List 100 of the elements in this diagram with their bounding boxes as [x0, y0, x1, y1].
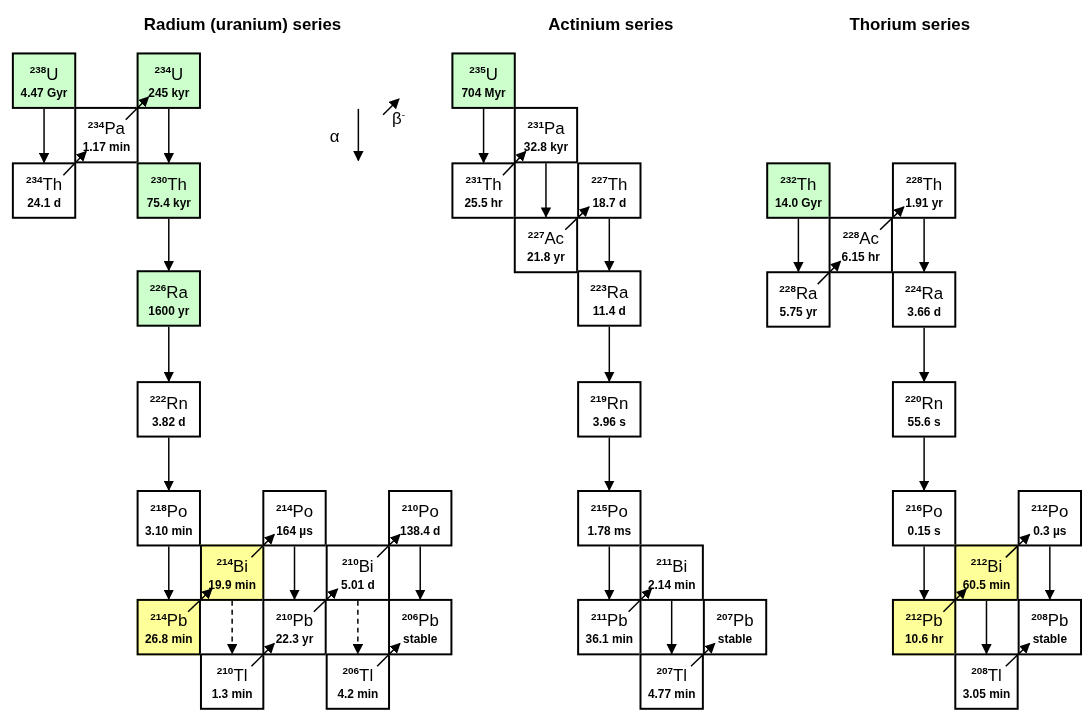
nuclide-box — [1017, 490, 1082, 547]
half-life-text: 1.91 yr — [905, 195, 943, 212]
nuclide-box — [891, 381, 957, 438]
arrow — [564, 206, 590, 231]
arrow — [918, 436, 930, 492]
nuclide-symbol: $^{234}$U — [154, 63, 184, 84]
nuclide-box — [513, 216, 579, 274]
series-heading: Thorium series — [849, 14, 971, 35]
arrow — [981, 600, 992, 655]
half-life-text: 22.3 yr — [275, 631, 314, 648]
arrow — [250, 642, 275, 667]
nuclide-symbol: $^{206}$Tl — [342, 663, 374, 685]
nuclide-box — [325, 544, 391, 601]
arrow — [415, 545, 426, 600]
half-life-text: 14.0 Gyr — [774, 195, 822, 212]
nuclide-symbol: $^{235}$U — [469, 63, 498, 84]
arrow — [816, 260, 842, 285]
nuclide-symbol: $^{231}$Pa — [527, 117, 565, 138]
half-life-text: 26.8 min — [145, 631, 193, 648]
nuclide-symbol: $^{228}$Th — [906, 172, 943, 194]
nuclide-box — [136, 270, 201, 327]
half-life-text: 0.15 s — [907, 523, 941, 539]
nuclide-box — [577, 270, 642, 327]
arrow — [187, 588, 213, 613]
nuclide-symbol: $^{214}$Po — [275, 500, 314, 522]
arrow — [604, 545, 615, 600]
half-life-text: 55.6 s — [907, 414, 941, 430]
nuclide-box — [766, 271, 831, 328]
arrow — [289, 545, 300, 600]
arrow — [313, 588, 339, 613]
arrow — [62, 150, 87, 176]
half-life-text: 3.10 min — [145, 523, 193, 539]
half-life-text: 4.77 min — [647, 686, 696, 703]
arrow — [540, 162, 552, 218]
half-life-text: 19.9 min — [208, 577, 256, 594]
half-life-text: 1.78 ms — [587, 523, 632, 539]
nuclide-box — [1017, 598, 1082, 656]
nuclide-box — [199, 544, 265, 601]
nuclide-symbol: $^{207}$Tl — [656, 663, 687, 685]
nuclide-box — [891, 490, 957, 547]
nuclide-symbol: $^{227}$Ac — [527, 227, 565, 248]
half-life-text: 11.4 d — [592, 303, 626, 320]
legend-text: α — [329, 126, 340, 147]
nuclide-box — [828, 216, 893, 274]
half-life-text: 3.66 d — [907, 304, 941, 321]
nuclide-box — [891, 598, 957, 656]
nuclide-box — [577, 162, 642, 219]
arrow — [478, 108, 489, 164]
nuclide-symbol: $^{214}$Pb — [150, 609, 188, 630]
nuclide-box — [891, 162, 957, 219]
nuclide-symbol: $^{234}$Th — [25, 172, 63, 194]
arrow — [918, 545, 930, 600]
half-life-text: 3.82 d — [151, 414, 186, 430]
arrow — [1005, 642, 1031, 667]
arrow — [226, 600, 238, 655]
nuclide-symbol: $^{238}$U — [29, 63, 59, 84]
half-life-text: 3.96 s — [592, 414, 626, 430]
half-life-text: stable — [717, 631, 753, 648]
nuclide-symbol: $^{226}$Ra — [149, 280, 188, 302]
nuclide-box — [388, 598, 453, 656]
arrow — [163, 436, 174, 492]
half-life-text: 0.3 µs — [1033, 523, 1067, 539]
nuclide-box — [136, 381, 201, 438]
half-life-text: 4.47 Gyr — [20, 85, 68, 102]
arrow — [163, 218, 174, 272]
arrow — [163, 108, 174, 164]
arrow — [793, 218, 804, 273]
nuclide-symbol: $^{211}$Bi — [656, 555, 688, 576]
nuclide-symbol: $^{208}$Pb — [1031, 609, 1069, 630]
half-life-text: 32.8 kyr — [523, 139, 569, 156]
arrow — [942, 588, 967, 613]
nuclide-symbol: $^{210}$Bi — [342, 555, 374, 576]
nuclide-symbol: $^{207}$Pb — [716, 609, 754, 630]
half-life-text: 1.3 min — [211, 686, 253, 703]
arrow — [604, 325, 615, 383]
nuclide-symbol: $^{227}$Th — [591, 172, 628, 194]
nuclide-symbol: $^{222}$Rn — [149, 391, 188, 413]
half-life-text: 36.1 min — [585, 631, 634, 648]
nuclide-box — [639, 653, 704, 710]
nuclide-symbol: $^{208}$Tl — [971, 663, 1002, 685]
arrow — [1044, 545, 1056, 600]
nuclide-box — [74, 106, 139, 164]
nuclide-box — [702, 598, 768, 656]
series-heading: Radium (uranium) series — [143, 14, 342, 35]
arrow — [627, 588, 653, 613]
arrow — [38, 108, 50, 164]
nuclide-box — [199, 653, 265, 710]
nuclide-symbol: $^{228}$Ra — [779, 281, 818, 303]
arrow — [690, 642, 716, 667]
nuclide-box — [136, 162, 201, 219]
nuclide-box — [577, 490, 642, 547]
half-life-text: 138.4 d — [400, 523, 441, 539]
nuclide-symbol: $^{234}$Pa — [87, 117, 125, 138]
half-life-text: 75.4 kyr — [146, 195, 191, 212]
nuclide-symbol: $^{206}$Pb — [401, 609, 439, 630]
half-life-text: 245 kyr — [148, 85, 190, 102]
series-heading: Actinium series — [548, 14, 674, 35]
nuclide-box — [954, 544, 1019, 601]
half-life-text: 4.2 min — [337, 686, 379, 703]
nuclide-box — [136, 598, 201, 656]
